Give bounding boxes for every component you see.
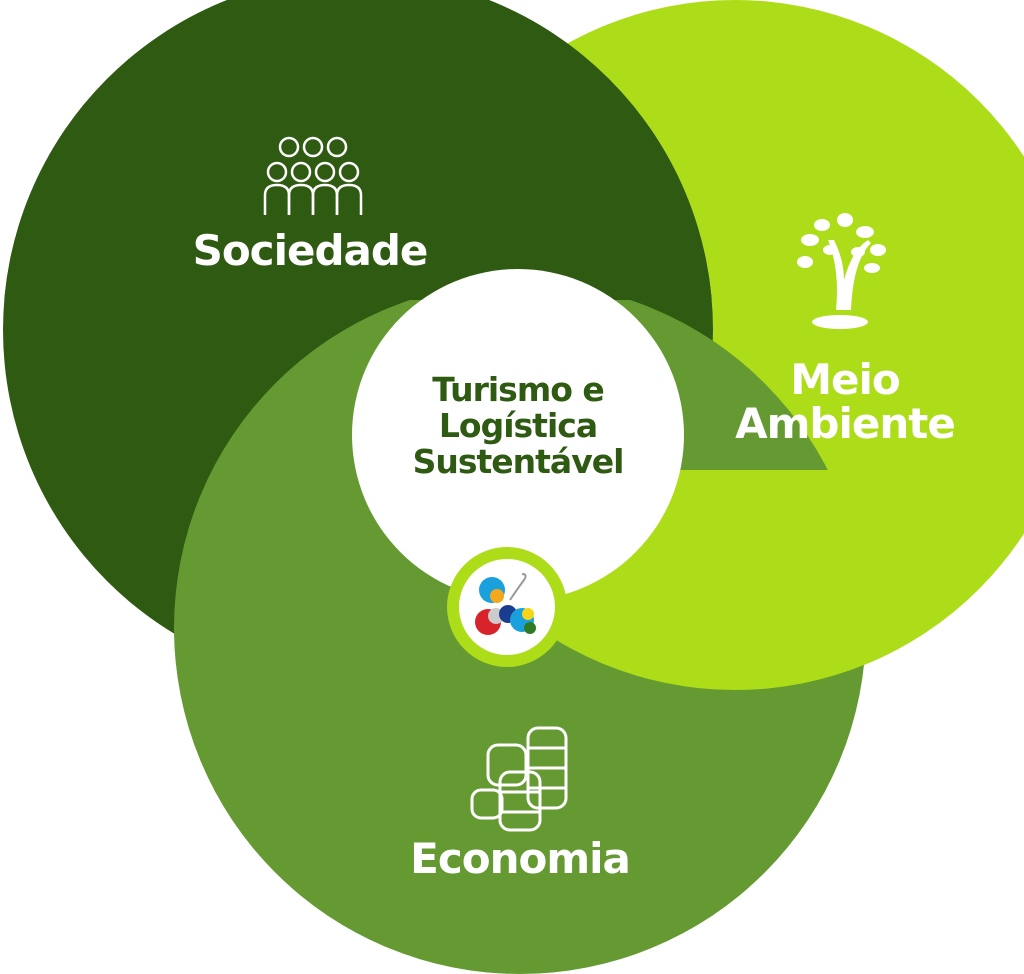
tree-icon bbox=[797, 213, 886, 329]
sociedade-label: Sociedade bbox=[192, 226, 429, 275]
economia-label: Economia bbox=[410, 834, 631, 883]
center-title-line1: Turismo e bbox=[432, 370, 605, 409]
meio-ambiente-label: Meio Ambiente bbox=[720, 358, 970, 446]
logo-flower-icon bbox=[475, 573, 536, 635]
people-group-icon bbox=[263, 136, 363, 215]
meio-ambiente-line1: Meio bbox=[790, 355, 901, 404]
center-title-line3: Sustentável bbox=[412, 442, 625, 481]
meio-ambiente-line2: Ambiente bbox=[735, 399, 956, 448]
center-title: Turismo e Logística Sustentável bbox=[368, 372, 668, 480]
center-title-line2: Logística bbox=[438, 406, 598, 445]
center-circle bbox=[352, 269, 684, 601]
sociedade-circle-overlap bbox=[4, 0, 712, 300]
coins-stack-icon bbox=[470, 726, 568, 832]
